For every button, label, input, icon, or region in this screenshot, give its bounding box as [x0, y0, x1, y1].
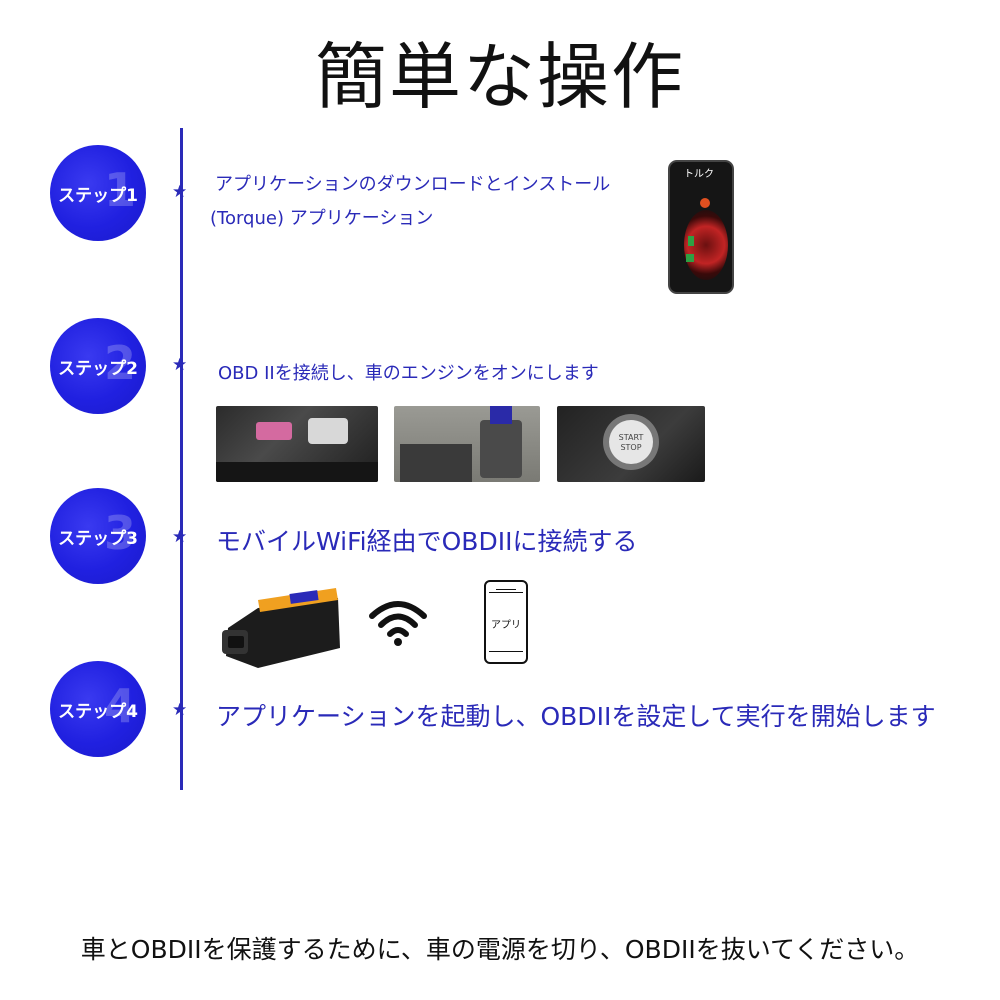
step-1-text-line-2: (Torque) アプリケーション: [210, 208, 434, 229]
phone-screen-title: トルク: [684, 169, 714, 180]
step-2-badge: 2 ステップ2: [50, 318, 146, 414]
wifi-icon: [368, 598, 428, 652]
step-3-label: ステップ3: [58, 528, 138, 549]
step-1-label: ステップ1: [58, 185, 138, 206]
start-button-photo: START STOP: [557, 406, 705, 482]
step-4-star-icon: ★: [172, 700, 188, 720]
step-3-badge: 3 ステップ3: [50, 488, 146, 584]
battery-icon: [686, 254, 694, 262]
page-title: 簡単な操作: [314, 35, 685, 119]
step-3-number: 3: [103, 506, 136, 560]
step-4-badge: 4 ステップ4: [50, 661, 146, 757]
step-4-label: ステップ4: [58, 701, 138, 722]
svg-text:STOP: STOP: [620, 443, 641, 452]
step-1-number: 1: [103, 163, 136, 217]
step-2-star-icon: ★: [172, 355, 188, 375]
pedal-photo: [394, 406, 540, 482]
footer-warning: 車とOBDIIを保護するために、車の電源を切り、OBDIIを抜いてください。: [80, 935, 920, 964]
timeline-line: [180, 128, 183, 790]
step-1-text-line-1: アプリケーションのダウンロードとインストール: [215, 174, 611, 195]
step-2-number: 2: [103, 336, 136, 390]
engine-icon: [700, 198, 710, 208]
torque-app-phone: トルク: [668, 160, 734, 294]
app-phone-icon: アプリ: [484, 580, 528, 664]
step-2-label: ステップ2: [58, 358, 138, 379]
obd-port-photo: [216, 406, 378, 482]
obd-adapter-icon: [218, 578, 344, 674]
temperature-icon: [688, 236, 694, 246]
app-phone-label: アプリ: [491, 620, 521, 631]
step-4-text: アプリケーションを起動し、OBDIIを設定して実行を開始します: [216, 702, 936, 731]
svg-text:START: START: [619, 433, 644, 442]
step-1-badge: 1 ステップ1: [50, 145, 146, 241]
step-3-text: モバイルWiFi経由でOBDIIに接続する: [216, 527, 638, 556]
step-1-star-icon: ★: [172, 182, 188, 202]
step-3-star-icon: ★: [172, 527, 188, 547]
step-4-number: 4: [103, 679, 136, 733]
step-2-text: OBD IIを接続し、車のエンジンをオンにします: [218, 363, 599, 384]
